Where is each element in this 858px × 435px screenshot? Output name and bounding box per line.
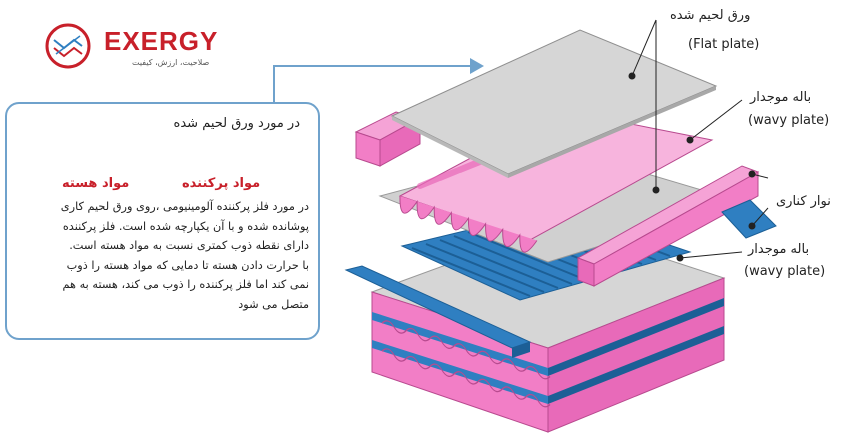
- logo-emblem-icon: [45, 23, 91, 69]
- callout-arrowhead: [470, 58, 484, 74]
- core-band-3: [548, 298, 724, 376]
- leader-lines: [628, 19, 769, 262]
- core-fins-row-2: [381, 348, 551, 408]
- core-material-label: مواد هسته: [62, 176, 130, 191]
- info-line: متصل می شود: [238, 297, 309, 311]
- info-line: پوشانده شده و با آن یکپارچه شده است. فلز…: [62, 219, 309, 233]
- info-line: در مورد فلز پرکننده آلومینیومی ،روی ورق …: [60, 200, 309, 213]
- info-line: نمی کند اما فلز پرکننده را ذوب می کند، ه…: [62, 278, 309, 291]
- info-body: در مورد فلز پرکننده آلومینیومی ،روی ورق …: [19, 197, 309, 314]
- info-callout-box: در مورد ورق لحیم شده در مورد فلز پرکننده…: [5, 102, 320, 340]
- flat-plate-label-en: (Flat plate): [688, 37, 760, 52]
- wavy-fin-label-bottom: باله موجدار: [748, 242, 810, 257]
- logo-tagline: صلاحیت، ارزش، کیفیت: [132, 58, 210, 67]
- core-band-4: [548, 326, 724, 404]
- side-bar-label: نوار کناری: [776, 194, 831, 209]
- exergy-logo: EXERGY صلاحیت، ارزش، کیفیت: [44, 22, 217, 72]
- callout-connector: [273, 65, 470, 102]
- wavy-fin-label-top-en: (wavy plate): [748, 113, 830, 128]
- flat-plate-label: ورق لحیم شده: [670, 8, 751, 23]
- info-title: در مورد ورق لحیم شده: [173, 116, 300, 131]
- blue-strip-right: [721, 199, 777, 239]
- wavy-fin-label-bottom-en: (wavy plate): [744, 264, 826, 279]
- logo-brand-text: EXERGY: [104, 26, 219, 56]
- core-fins-row-1: [381, 320, 551, 380]
- info-line: دارای نقطه ذوب کمتری نسبت به مواد هسته ا…: [69, 239, 309, 252]
- filler-material-label: مواد پرکننده: [182, 176, 261, 191]
- side-bar-right: [576, 165, 760, 287]
- info-line: با حرارت دادن هسته تا دمایی که مواد هسته…: [66, 258, 309, 272]
- wavy-fin-label-top: باله موجدار: [750, 90, 812, 105]
